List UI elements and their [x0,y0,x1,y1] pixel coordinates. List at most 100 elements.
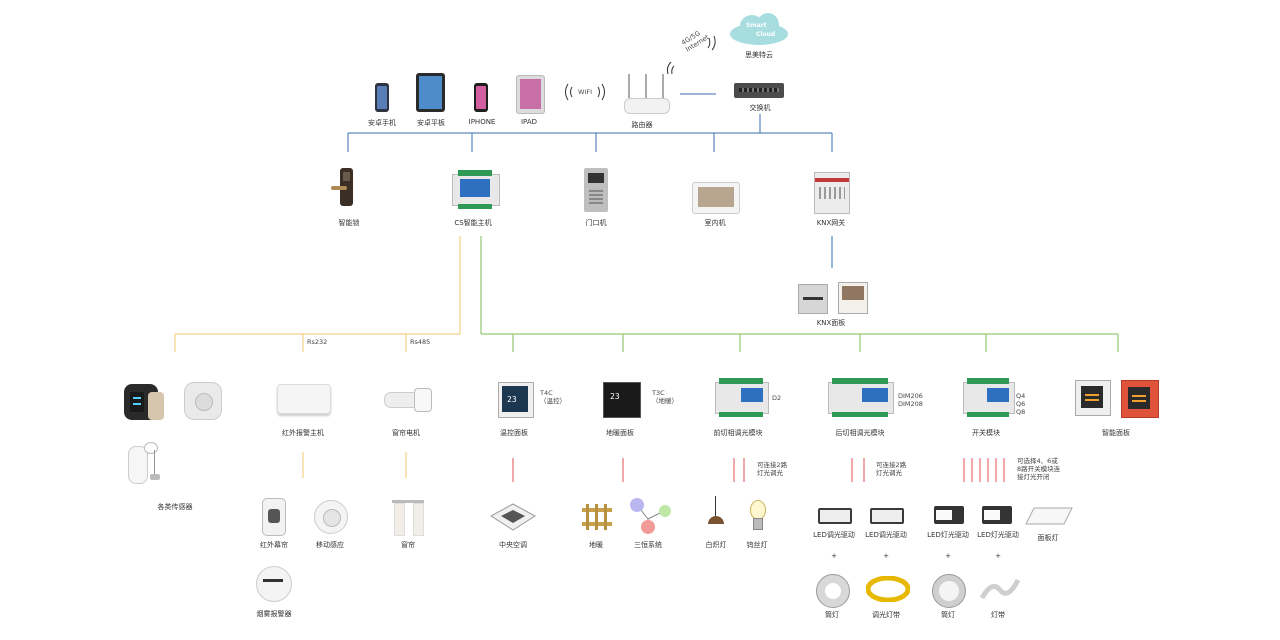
label-ipad: IPAD [520,118,538,126]
label-floor-heating-panel: 地暖面板 [606,429,634,437]
plus-2: + [883,552,889,560]
label-smart-panel: 智能面板 [1102,429,1130,437]
plus-3: + [945,552,951,560]
label-led-driver-2: LED调光驱动 [865,531,907,539]
note-q-3: Q8 [1016,408,1026,416]
label-knx-panel: KNX面板 [816,319,846,327]
label-indoor-monitor: 室内机 [704,219,726,227]
label-led-driver-3: LED灯光驱动 [927,531,969,539]
label-switch-module: 开关模块 [972,429,1000,437]
label-smart-lock: 智能锁 [338,219,360,227]
label-thermostat-panel: 温控面板 [500,429,528,437]
front-dimmer-module-icon [715,378,769,418]
note-t4c-2: （温控） [540,397,566,405]
internet-signal-icon [666,35,716,75]
wire-note-front-2: 灯光调光 [757,469,783,477]
label-door-station: 门口机 [585,219,607,227]
android-tablet-icon [416,73,445,112]
label-rear-dimmer: 后切相调光模块 [835,429,885,437]
smart-lock-icon [331,168,353,206]
door-station-icon [584,168,608,212]
label-downlight-2: 筒灯 [941,611,955,619]
wire-note-switch-2: 8路开关模块连 [1017,465,1061,473]
knx-panel-dark-icon [798,284,828,314]
downlight-icon-1 [816,574,850,608]
cloud-text-1: Smart [746,22,767,29]
ir-curtain-sensor-icon [262,498,286,536]
led-driver-icon-4 [982,506,1012,524]
label-android-phone: 安卓手机 [368,119,396,127]
water-leak-sensor-icon [122,440,168,486]
label-android-tablet: 安卓平板 [417,119,445,127]
label-light-strip-1: 调光灯带 [872,611,900,619]
note-t3c: T3C （地暖） [652,389,678,405]
knx-panel-screen-icon [838,282,868,314]
android-phone-icon [375,83,389,112]
router-icon [624,74,670,114]
smart-panel-light-icon [1075,380,1111,416]
wifi-label: WIFI [578,88,592,96]
smart-panel-red-icon [1121,380,1159,418]
wire-note-rear: 可连接2路 灯光调光 [876,461,906,477]
note-d2: D2 [772,394,782,402]
note-t3c-1: T3C [652,389,665,397]
tungsten-lamp-icon [748,500,766,532]
network-switch-icon [734,83,784,98]
led-driver-icon-1 [818,508,852,524]
wire-note-switch-1: 可选择4、6或 [1017,457,1058,465]
label-router: 路由器 [631,121,653,129]
label-front-dimmer: 前切相调光模块 [713,429,763,437]
note-t4c: T4C （温控） [540,389,566,405]
knx-gateway-icon [814,172,850,214]
label-ir-alarm-host: 红外报警主机 [282,429,324,437]
motion-sensor-icon [314,500,348,534]
label-cs-host: CS智能主机 [454,219,492,227]
note-dim: DIM206 DIM208 [898,392,923,408]
label-sensors: 各类传感器 [157,503,193,511]
smoke-detector-icon [256,566,292,602]
panel-light-icon [1024,506,1074,526]
wire-note-rear-1: 可连接2路 [876,461,907,469]
wire-note-switch: 可选择4、6或 8路开关模块连 接灯光开闭 [1017,457,1060,481]
label-central-ac: 中央空调 [499,541,527,549]
label-rs232: Rs232 [307,338,328,346]
ipad-icon [516,75,545,114]
iphone-icon [474,83,488,112]
wire-note-rear-2: 灯光调光 [876,469,902,477]
tri-constant-system-icon [628,496,674,536]
wifi-signal-icon [565,83,605,101]
label-smoke-detector: 烟雾报警器 [256,610,292,618]
downlight-icon-2 [932,574,966,608]
label-curtain: 窗帘 [401,541,415,549]
note-q-1: Q4 [1016,392,1026,400]
curtain-icon [392,500,424,536]
note-dim-1: DIM206 [898,392,923,400]
sensor-hub-icon [124,384,164,420]
label-led-driver-4: LED灯光驱动 [977,531,1019,539]
rear-dimmer-module-icon [828,378,894,418]
label-floor-heating: 地暖 [589,541,603,549]
led-driver-icon-3 [934,506,964,524]
label-incandescent: 白炽灯 [705,541,727,549]
note-t4c-1: T4C [540,389,553,397]
cs-host-icon [452,170,500,210]
floor-heating-panel-icon: 23 [603,382,641,418]
wire-note-front-1: 可连接2路 [757,461,788,469]
plus-4: + [995,552,1001,560]
note-dim-2: DIM208 [898,400,923,408]
label-downlight-1: 筒灯 [825,611,839,619]
central-ac-icon [490,502,536,532]
label-ir-curtain: 红外幕帘 [260,541,288,549]
floor-heating-manifold-icon [582,502,612,532]
label-tungsten: 钨丝灯 [746,541,768,549]
label-curtain-motor: 窗帘电机 [392,429,420,437]
cloud-text-2: Cloud [756,31,776,38]
light-strip-icon-1 [865,575,911,603]
label-tri-constant: 三恒系统 [634,541,662,549]
led-driver-icon-2 [870,508,904,524]
label-panel-light: 面板灯 [1037,534,1059,542]
label-light-strip-2: 灯带 [991,611,1005,619]
label-iphone: IPHONE [468,118,496,126]
